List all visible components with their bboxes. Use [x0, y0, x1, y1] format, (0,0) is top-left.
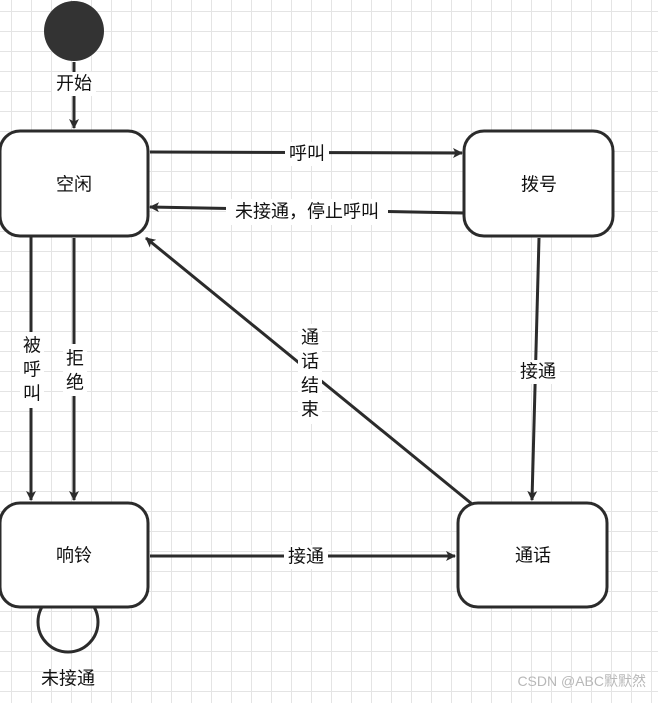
label-bg-not-connected-stop: [226, 199, 388, 225]
label-bg-call-end: [298, 324, 322, 424]
edge-label-reject-char: 拒: [66, 349, 84, 370]
label-bg-reject: [63, 344, 87, 396]
label-bg-connected-ring: [284, 545, 328, 569]
node-dialing: [462, 129, 615, 238]
node-idle-label: 空闲: [56, 175, 92, 196]
label-bg-call: [285, 142, 329, 166]
edge-label-connected-dial: 接通: [520, 362, 556, 383]
edge-label-call-end-char: 束: [301, 400, 319, 421]
label-bg-called: [20, 332, 44, 408]
edge-label-call-end-char: 通: [301, 328, 319, 349]
edge-label-not-connected-loop: 未接通: [41, 669, 95, 690]
watermark: CSDN @ABC默默然: [517, 673, 646, 689]
node-dialing-label: 拨号: [521, 175, 557, 196]
edge-label-call-end-char: 结: [301, 376, 319, 397]
edge-label-call-end-char: 话: [301, 352, 319, 373]
label-bg-start: [52, 72, 96, 96]
node-talking-label: 通话: [515, 546, 551, 567]
initial-state: [44, 1, 104, 61]
edge-label-called-char: 呼: [23, 360, 41, 381]
edge-label-not-connected-stop: 未接通，停止呼叫: [235, 202, 379, 223]
edge-label-reject-char: 绝: [66, 373, 84, 394]
label-bg-connected-dial: [516, 360, 560, 384]
edge-label-called-char: 被: [23, 336, 41, 357]
node-ringing: [0, 501, 150, 609]
edge-label-call: 呼叫: [289, 144, 325, 165]
node-ringing-label: 响铃: [56, 546, 92, 567]
edge-label-called-char: 叫: [23, 384, 41, 405]
node-idle: [0, 129, 150, 238]
node-talking: [456, 501, 609, 609]
edge-label-connected-ring: 接通: [288, 547, 324, 568]
edge-label-start: 开始: [56, 74, 92, 95]
